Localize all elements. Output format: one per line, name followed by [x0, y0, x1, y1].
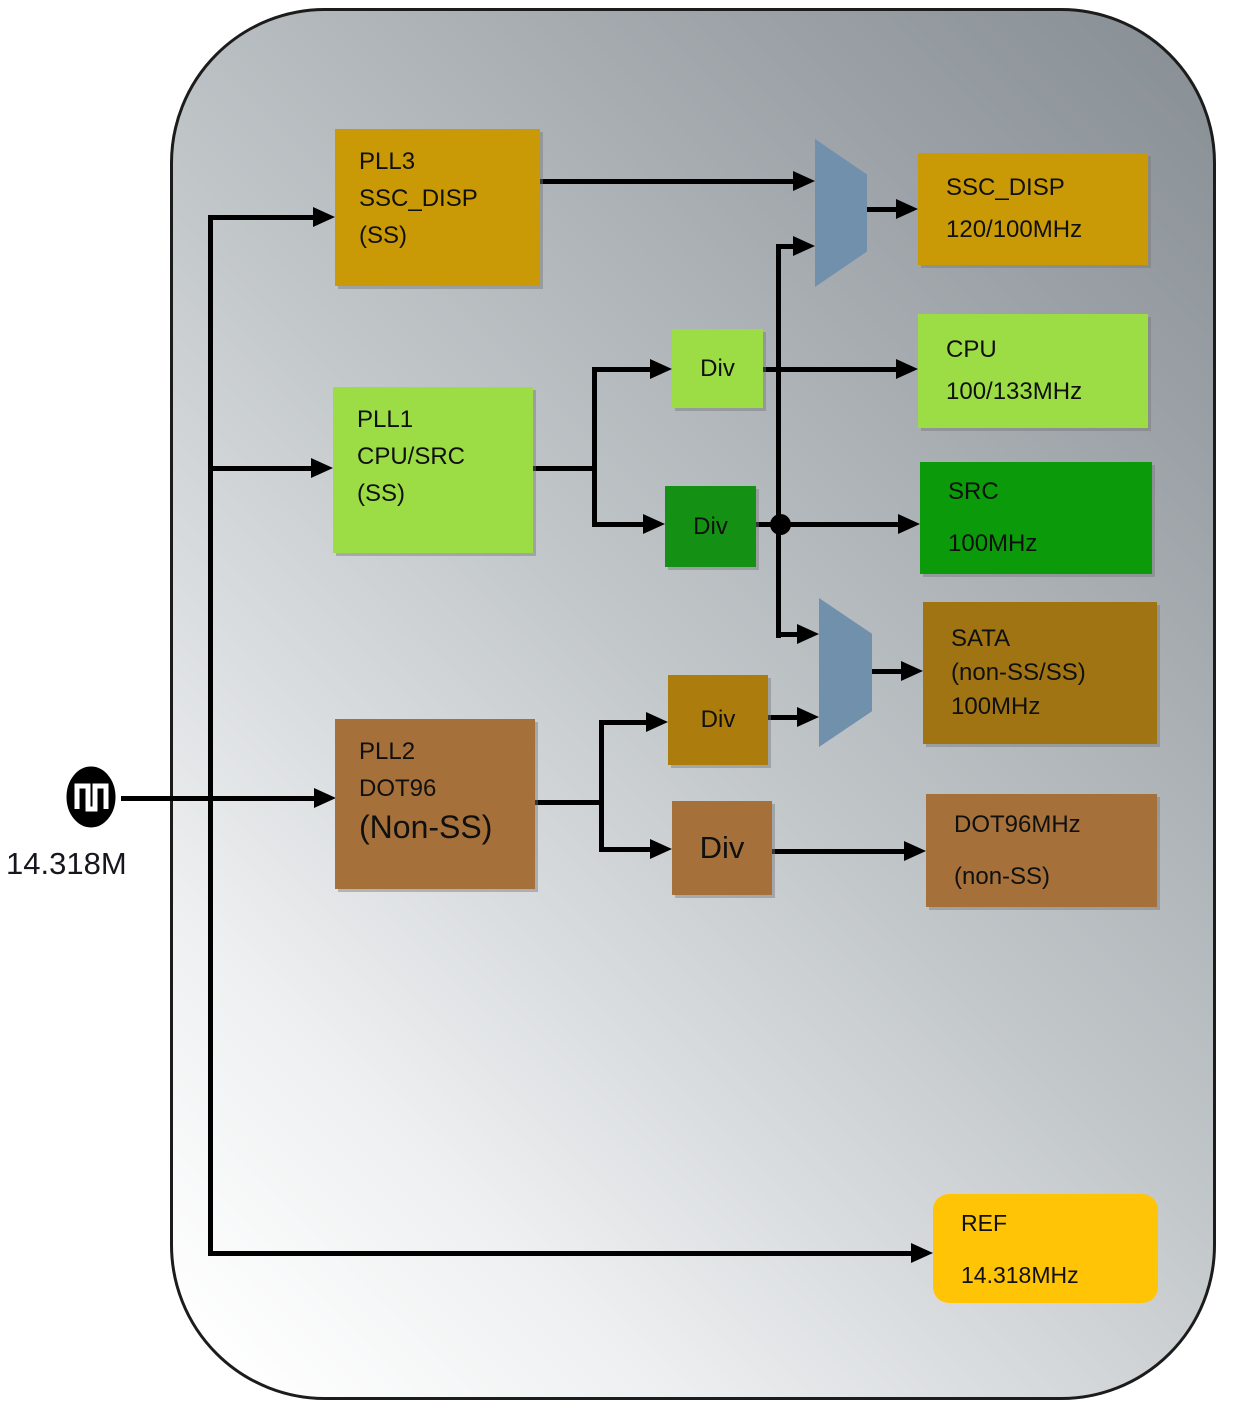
block-div-sata: Div [668, 675, 768, 765]
pll3-line3: (SS) [359, 222, 407, 249]
wire-junction-dot [770, 514, 791, 535]
block-div-src: Div [665, 486, 756, 567]
div-cpu-label: Div [700, 354, 735, 382]
clock-frequency-label: 14.318M [6, 846, 127, 881]
wire-pll3-to-mux [540, 179, 795, 184]
wire-pll1-out [533, 466, 597, 471]
arrowhead-ref-input [911, 1243, 933, 1263]
ssc-out-line1: SSC_DISP [946, 174, 1065, 201]
arrowhead-mux1-input-b [793, 236, 815, 256]
wire-mux1-out [867, 207, 898, 212]
wire-pll2-branch [599, 720, 604, 851]
block-pll2: PLL2 DOT96 (Non-SS) [335, 719, 535, 889]
wire-clock-input [121, 796, 318, 801]
pll2-line3: (Non-SS) [359, 809, 493, 845]
div-dot96-label: Div [699, 830, 745, 865]
div-src-label: Div [693, 512, 728, 540]
wire-to-div-sata [599, 720, 648, 725]
dot96-out-line2: (non-SS) [954, 862, 1051, 890]
wire-div-src-to-src [756, 522, 900, 527]
src-out-line1: SRC [948, 478, 999, 505]
sata-out-line2: (non-SS/SS) [951, 659, 1086, 686]
wire-div-dot96-to-out [772, 849, 906, 854]
arrowhead-pll3-input [313, 207, 335, 227]
wire-to-mux1-input-b [776, 244, 795, 249]
wire-to-ref [208, 1251, 913, 1256]
ssc-out-line2: 120/100MHz [946, 216, 1083, 243]
src-out-line2: 100MHz [948, 530, 1038, 557]
cpu-out-line2: 100/133MHz [946, 378, 1083, 405]
block-div-dot96: Div [672, 801, 772, 895]
ref-out-line1: REF [961, 1209, 1007, 1236]
arrowhead-div-src-input [643, 514, 665, 534]
block-div-cpu: Div [672, 329, 763, 408]
output-ssc-disp: SSC_DISP 120/100MHz [918, 153, 1148, 265]
cpu-out-line1: CPU [946, 336, 997, 363]
sata-out-line1: SATA [951, 625, 1011, 652]
wire-div-sata-to-mux2 [768, 715, 799, 720]
wire-pll1-branch [592, 367, 597, 527]
arrowhead-ssc-input [896, 199, 918, 219]
wire-input-spine [208, 215, 213, 1256]
pll1-line3: (SS) [357, 480, 405, 507]
pll1-line2: CPU/SRC [357, 443, 466, 470]
pll1-line1: PLL1 [357, 406, 414, 433]
arrowhead-pll1-input [311, 458, 333, 478]
wire-div-cpu-to-cpu [763, 367, 898, 372]
output-src: SRC 100MHz [920, 462, 1152, 574]
wire-to-mux2-input-a [776, 632, 799, 637]
pll3-line2: SSC_DISP [359, 185, 478, 212]
arrowhead-sata-input [901, 661, 923, 681]
pll2-line2: DOT96 [359, 775, 437, 802]
ref-out-line2: 14.318MHz [961, 1261, 1079, 1288]
clock-waveform-icon [59, 762, 123, 832]
wire-to-pll3 [208, 215, 315, 220]
output-sata: SATA (non-SS/SS) 100MHz [923, 602, 1157, 744]
arrowhead-cpu-input [896, 359, 918, 379]
output-dot96: DOT96MHz (non-SS) [926, 794, 1157, 907]
div-sata-label: Div [700, 706, 736, 733]
sata-out-line3: 100MHz [951, 693, 1041, 720]
arrowhead-mux2-input-b [797, 707, 819, 727]
output-cpu: CPU 100/133MHz [918, 314, 1148, 428]
arrowhead-src-input [898, 514, 920, 534]
wire-to-pll1 [208, 466, 313, 471]
wire-src-feedback-vertical [776, 244, 781, 638]
arrowhead-div-sata-input [646, 712, 668, 732]
block-pll1: PLL1 CPU/SRC (SS) [333, 387, 533, 553]
arrowhead-pll2-input [314, 788, 336, 808]
pll3-line1: PLL3 [359, 148, 416, 175]
wire-mux2-out [872, 669, 903, 674]
wire-to-div-cpu [592, 367, 652, 372]
wire-pll2-out [535, 800, 604, 805]
arrowhead-mux1-input-a [793, 171, 815, 191]
arrowhead-div-cpu-input [650, 359, 672, 379]
arrowhead-div-dot96-input [650, 839, 672, 859]
arrowhead-mux2-input-a [797, 624, 819, 644]
dot96-out-line1: DOT96MHz [954, 810, 1081, 838]
arrowhead-dot96-input [904, 841, 926, 861]
pll2-line1: PLL2 [359, 738, 416, 765]
block-pll3: PLL3 SSC_DISP (SS) [335, 129, 540, 286]
wire-to-div-dot96 [599, 847, 652, 852]
output-ref: REF 14.318MHz [933, 1194, 1158, 1303]
wire-to-div-src [592, 522, 645, 527]
